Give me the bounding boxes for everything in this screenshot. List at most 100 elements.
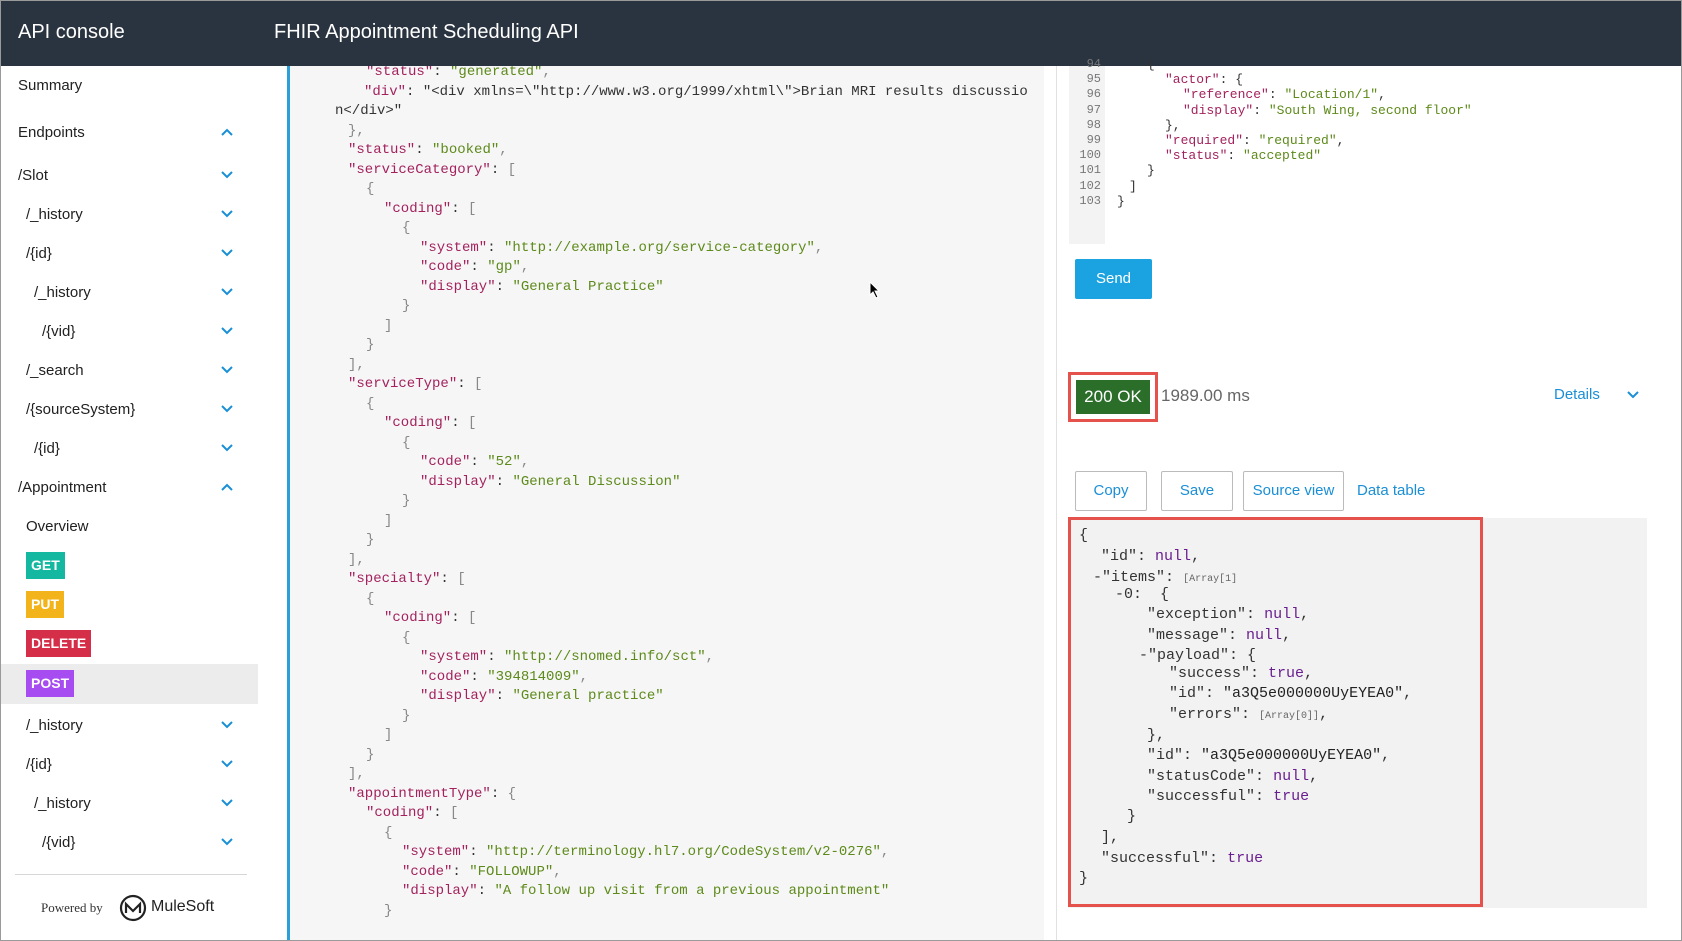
- sidebar-item-slot[interactable]: /Slot: [1, 158, 258, 194]
- code-line: ]: [384, 512, 393, 529]
- method-badge-post: POST: [26, 670, 75, 697]
- response-body: {"id": null,-"items": [Array[1]-0: {"exc…: [1068, 517, 1483, 907]
- code-line: ],: [348, 356, 365, 373]
- code-line: "appointmentType": {: [348, 785, 517, 802]
- sidebar-method-post[interactable]: POST: [1, 664, 258, 704]
- code-line: {: [402, 220, 411, 236]
- sidebar-item-appointment-history[interactable]: /_history: [1, 708, 258, 744]
- response-line: -"payload": {: [1139, 647, 1257, 664]
- response-line: "id": null,: [1101, 548, 1201, 565]
- code-line: "status": "generated",: [366, 66, 551, 80]
- response-line: }: [1079, 870, 1089, 887]
- line-number: 103: [1079, 193, 1101, 208]
- details-toggle[interactable]: Details: [1554, 386, 1639, 403]
- sidebar-item-slot-sourcesystem-id[interactable]: /{id}: [1, 431, 258, 467]
- code-line: "coding": [: [366, 805, 459, 821]
- sidebar-method-put[interactable]: PUT: [1, 587, 258, 623]
- chevron-down-icon[interactable]: [220, 363, 234, 377]
- sidebar-item-label: /Slot: [18, 167, 49, 184]
- line-number: 100: [1079, 148, 1101, 163]
- copy-button[interactable]: Copy: [1075, 471, 1147, 511]
- request-body-editor[interactable]: "status": "generated","div": "<div xmlns…: [287, 66, 1044, 940]
- chevron-down-icon[interactable]: [220, 757, 234, 771]
- top-bar: API console FHIR Appointment Scheduling …: [1, 1, 1681, 66]
- sidebar-item-slot-history[interactable]: /_history: [1, 197, 258, 233]
- sidebar: Summary Endpoints /Slot /_history /{id} …: [1, 66, 287, 940]
- chevron-up-icon[interactable]: [220, 480, 234, 494]
- chevron-down-icon[interactable]: [220, 246, 234, 260]
- sidebar-item-appointment[interactable]: /Appointment: [1, 470, 258, 506]
- code-line: }: [366, 337, 375, 353]
- editor-line: "status": "accepted": [1165, 148, 1322, 164]
- chevron-down-icon[interactable]: [220, 207, 234, 221]
- sidebar-item-label: /{vid}: [42, 323, 76, 340]
- sidebar-item-label: /{id}: [26, 756, 52, 773]
- response-time: 1989.00 ms: [1161, 386, 1250, 405]
- sidebar-item-slot-id-history[interactable]: /_history: [1, 275, 258, 311]
- chevron-down-icon[interactable]: [220, 402, 234, 416]
- code-line: "system": "http://example.org/service-ca…: [420, 239, 824, 256]
- code-line: n</div>": [335, 103, 403, 119]
- status-badge: 200 OK: [1076, 380, 1150, 414]
- code-line: {: [402, 434, 411, 451]
- code-line: "code": "FOLLOWUP",: [402, 863, 562, 880]
- mouse-cursor-icon: [869, 281, 881, 299]
- code-line: "code": "gp",: [420, 259, 530, 275]
- line-number: 95: [1086, 72, 1101, 87]
- sidebar-item-endpoints[interactable]: Endpoints: [1, 115, 258, 151]
- code-line: "code": "52",: [420, 454, 530, 470]
- sidebar-item-label: /_history: [34, 284, 91, 301]
- chevron-down-icon: [1627, 391, 1639, 399]
- chevron-up-icon[interactable]: [220, 125, 234, 139]
- sidebar-item-appointment-vid[interactable]: /{vid}: [1, 825, 258, 861]
- code-line: },: [348, 122, 365, 139]
- sidebar-item-appointment-id-history[interactable]: /_history: [1, 786, 258, 822]
- app-title: API console: [18, 21, 125, 43]
- editor-line: "reference": "Location/1",: [1183, 87, 1386, 103]
- editor-line: "actor": {: [1165, 72, 1244, 88]
- chevron-down-icon[interactable]: [220, 324, 234, 338]
- chevron-down-icon[interactable]: [220, 441, 234, 455]
- sidebar-method-delete[interactable]: DELETE: [1, 626, 258, 662]
- code-line: }: [366, 746, 375, 763]
- chevron-down-icon[interactable]: [220, 285, 234, 299]
- code-line: "coding": [: [384, 415, 477, 431]
- editor-line: {: [1147, 57, 1155, 72]
- line-number: 97: [1086, 102, 1101, 117]
- chevron-down-icon[interactable]: [220, 796, 234, 810]
- sidebar-item-summary[interactable]: Summary: [1, 68, 258, 104]
- response-line: "errors": [Array[0]],: [1169, 706, 1329, 723]
- sidebar-item-overview[interactable]: Overview: [1, 509, 258, 545]
- send-button[interactable]: Send: [1075, 259, 1152, 299]
- sidebar-item-slot-vid[interactable]: /{vid}: [1, 314, 258, 350]
- mulesoft-logo-icon: [119, 894, 147, 922]
- sidebar-item-slot-sourcesystem[interactable]: /{sourceSystem}: [1, 392, 258, 428]
- code-line: "system": "http://snomed.info/sct",: [420, 649, 715, 665]
- method-badge-get: GET: [26, 552, 65, 579]
- sidebar-item-slot-id[interactable]: /{id}: [1, 236, 258, 272]
- response-line: "message": null,: [1147, 627, 1292, 644]
- sidebar-item-label: /{vid}: [42, 834, 76, 851]
- response-line: "exception": null,: [1147, 606, 1310, 623]
- chevron-down-icon[interactable]: [220, 835, 234, 849]
- line-number: 94: [1086, 57, 1101, 71]
- sidebar-item-label: /_history: [26, 206, 83, 223]
- chevron-down-icon[interactable]: [220, 718, 234, 732]
- chevron-down-icon[interactable]: [220, 168, 234, 182]
- sidebar-item-label: /_search: [26, 362, 84, 379]
- editor-line: "display": "South Wing, second floor": [1183, 102, 1472, 118]
- sidebar-method-get[interactable]: GET: [1, 548, 258, 584]
- sidebar-item-slot-search[interactable]: /_search: [1, 353, 258, 389]
- response-line: {: [1079, 527, 1089, 544]
- sidebar-item-label: Overview: [26, 518, 89, 535]
- sidebar-item-label: /{sourceSystem}: [26, 401, 136, 418]
- source-view-button[interactable]: Source view: [1243, 471, 1344, 511]
- sidebar-item-appointment-id[interactable]: /{id}: [1, 747, 258, 783]
- data-table-link[interactable]: Data table: [1357, 482, 1426, 499]
- code-line: {: [402, 629, 411, 646]
- save-button[interactable]: Save: [1161, 471, 1233, 511]
- line-number: 99: [1086, 133, 1101, 147]
- code-line: "display": "General Practice": [420, 278, 664, 295]
- sidebar-divider: [15, 874, 247, 875]
